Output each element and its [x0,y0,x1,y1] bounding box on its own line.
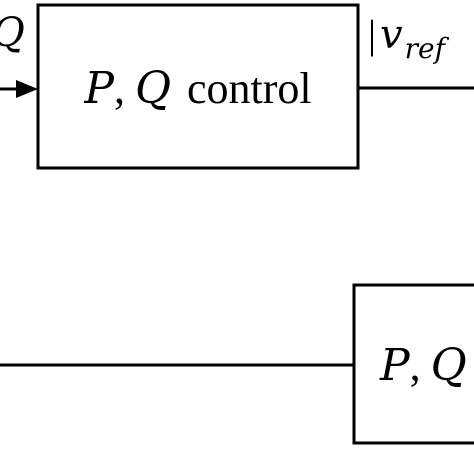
variable-v: v [380,12,403,58]
variable-q: Q [135,63,171,114]
variable-p-bottom: P [379,340,411,391]
comma-separator-bottom: , [410,341,421,390]
input-arrowhead [16,80,38,98]
bottom-block-box [352,283,474,445]
subscript-ref: ref [405,32,450,65]
input-signal-q: Q [0,10,38,98]
output-signal-label: |vref [368,12,450,65]
bottom-block-label: P,Q [379,340,467,391]
comma-separator: , [114,64,125,113]
pq-control-block-bottom: P,Q [0,283,474,445]
magnitude-bar: | [368,12,376,57]
control-word: control [187,64,312,113]
input-signal-label: Q [0,10,25,56]
pq-control-box [36,3,360,170]
variable-p: P [83,63,115,114]
output-signal-vref: |vref [358,12,474,90]
variable-q-bottom: Q [431,340,467,391]
